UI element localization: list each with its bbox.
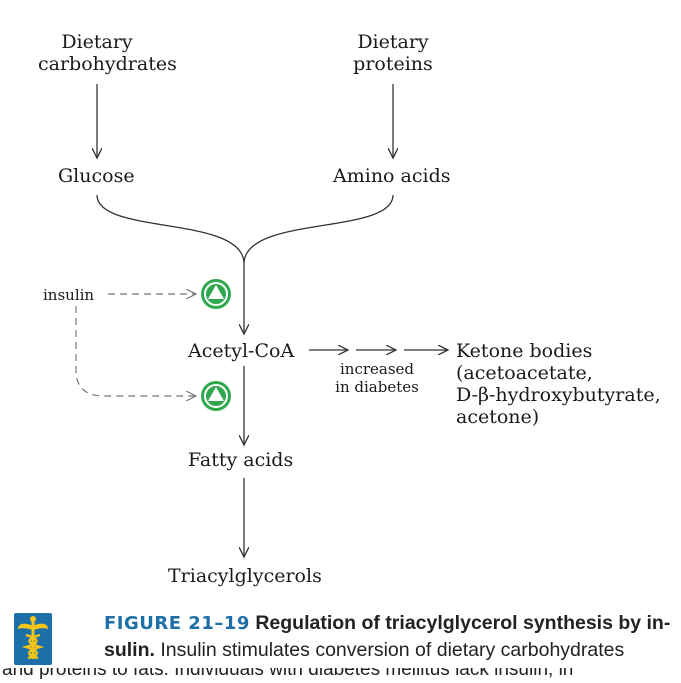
edge-label-increased-in-diabetes: increased in diabetes <box>322 360 432 396</box>
node-acetyl-coa: Acetyl-CoA <box>188 340 295 362</box>
caption-line-1: FIGURE 21–19 Regulation of triacylglycer… <box>104 610 674 637</box>
figure-title-end: sulin. <box>104 639 155 661</box>
node-fatty-acids: Fatty acids <box>188 449 294 471</box>
node-dietary-carbohydrates: Dietary carbohydrates <box>38 31 177 75</box>
merge-curve-glucose <box>96 194 245 263</box>
node-triacylglycerols: Triacylglycerols <box>168 565 322 587</box>
node-ketone-bodies: Ketone bodies (acetoacetate, D-β-hydroxy… <box>456 340 661 428</box>
node-label-line: carbohydrates <box>38 53 177 75</box>
figure-number: FIGURE 21–19 <box>104 613 250 634</box>
edge-label-line: increased <box>339 360 415 378</box>
node-insulin: insulin <box>43 286 95 304</box>
caption-text: Insulin stimulates conversion of dietary… <box>154 639 625 661</box>
figure-title: Regulation of triacylglycerol synthesis … <box>255 612 671 634</box>
node-label-line: Ketone bodies <box>456 340 593 362</box>
node-label-line: D-β-hydroxybutyrate, <box>456 384 661 406</box>
node-dietary-proteins: Dietary proteins <box>342 31 444 75</box>
caption-line-2: sulin. Insulin stimulates conversion of … <box>104 637 674 664</box>
node-label-line: acetone) <box>456 406 540 428</box>
node-label-line: proteins <box>353 53 433 75</box>
node-glucose: Glucose <box>58 165 135 187</box>
stimulation-icon <box>201 279 231 309</box>
merge-curve-amino-acids <box>243 194 394 263</box>
node-amino-acids: Amino acids <box>333 165 451 187</box>
node-label-line: (acetoacetate, <box>456 362 593 384</box>
caduceus-icon <box>14 613 52 665</box>
node-label-line: Dietary <box>61 31 133 53</box>
caption-clipped-text: and proteins to fats. Individuals with d… <box>2 668 574 680</box>
figure-caption: FIGURE 21–19 Regulation of triacylglycer… <box>104 610 674 664</box>
stimulation-icon <box>201 381 231 411</box>
insulin-dashed-arrow-lower <box>75 306 196 396</box>
edge-label-line: in diabetes <box>335 378 419 396</box>
caption-clipped-line: and proteins to fats. Individuals with d… <box>0 668 681 683</box>
node-label-line: Dietary <box>357 31 429 53</box>
